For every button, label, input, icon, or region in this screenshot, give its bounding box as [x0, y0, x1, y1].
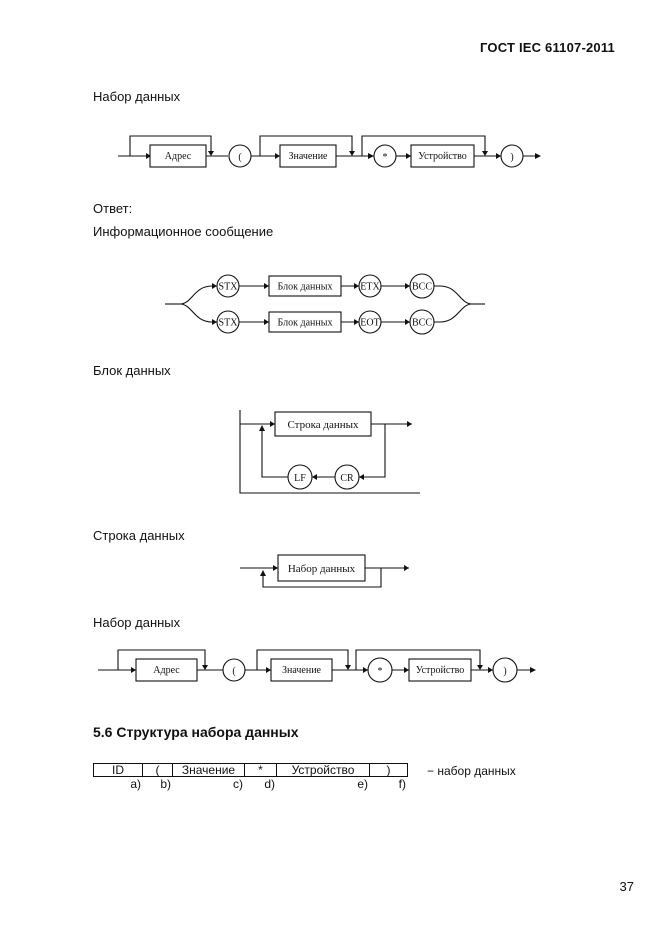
letter-a: a): [130, 777, 141, 791]
star-label: *: [383, 152, 388, 163]
cell-open-paren: (: [143, 763, 173, 777]
dataset-label: Набор данных: [288, 563, 356, 575]
unit-label: Устройство: [418, 151, 467, 162]
table-row-letters: a) b) c) d) e) f): [93, 777, 408, 791]
lf-label: LF: [294, 473, 306, 484]
open-paren-label: (: [238, 152, 242, 163]
star-label-2: *: [378, 666, 383, 677]
close-paren-label-2: ): [503, 666, 506, 677]
label-data-line: Строка данных: [93, 528, 185, 543]
data-block-label-top: Блок данных: [278, 282, 333, 293]
address-label-2: Адрес: [153, 665, 180, 676]
document-header: ГОСТ IEC 61107-2011: [480, 40, 615, 55]
data-block-label-bottom: Блок данных: [278, 318, 333, 329]
dataset-syntax-diagram-1: Адрес ( Значение * Устройство ): [118, 135, 541, 168]
letter-b: b): [160, 777, 171, 791]
label-answer: Ответ:: [93, 201, 133, 216]
label-dataset-2: Набор данных: [93, 615, 181, 630]
cell-unit: Устройство: [277, 763, 370, 777]
label-dataset-1: Набор данных: [93, 89, 181, 104]
data-line-label: Строка данных: [287, 419, 359, 431]
section-heading: 5.6 Структура набора данных: [93, 724, 299, 740]
table-row-fields: ID ( Значение * Устройство ): [93, 763, 408, 777]
cr-label: CR: [340, 473, 354, 484]
letter-f: f): [398, 777, 406, 791]
cell-id: ID: [93, 763, 143, 777]
stx-label-top: STX: [219, 282, 239, 293]
cell-star: *: [245, 763, 277, 777]
data-line-box: [274, 411, 372, 437]
dataset-syntax-diagram-2: Адрес ( Значение * Устройство ): [98, 649, 536, 683]
value-label: Значение: [288, 151, 328, 162]
page-number: 37: [619, 879, 634, 894]
data-block-syntax-diagram: Строка данных CR LF: [239, 410, 420, 494]
cell-close-paren: ): [370, 763, 408, 777]
letter-c: c): [233, 777, 243, 791]
table-caption-tail: − набор данных: [427, 764, 516, 778]
unit-label-2: Устройство: [416, 665, 465, 676]
bcc-label-top: BCC: [412, 282, 432, 293]
close-paren-label: ): [510, 152, 513, 163]
data-line-syntax-diagram: Набор данных: [240, 554, 409, 588]
bcc-label-bottom: BCC: [412, 318, 432, 329]
label-info-message: Информационное сообщение: [93, 224, 274, 239]
dataset-box: [277, 554, 366, 582]
value-label-2: Значение: [282, 665, 322, 676]
letter-e: e): [357, 777, 368, 791]
address-label: Адрес: [165, 151, 192, 162]
info-message-syntax-diagram: STX Блок данных ETX BCC STX Блок данных …: [165, 273, 485, 335]
eot-label: EOT: [360, 318, 379, 329]
label-data-block: Блок данных: [93, 363, 171, 378]
dataset-structure-table: ID ( Значение * Устройство ) a) b) c) d)…: [93, 763, 408, 791]
etx-label: ETX: [360, 282, 380, 293]
stx-label-bottom: STX: [219, 318, 239, 329]
letter-d: d): [264, 777, 275, 791]
open-paren-label-2: (: [232, 666, 236, 677]
cell-value: Значение: [173, 763, 245, 777]
